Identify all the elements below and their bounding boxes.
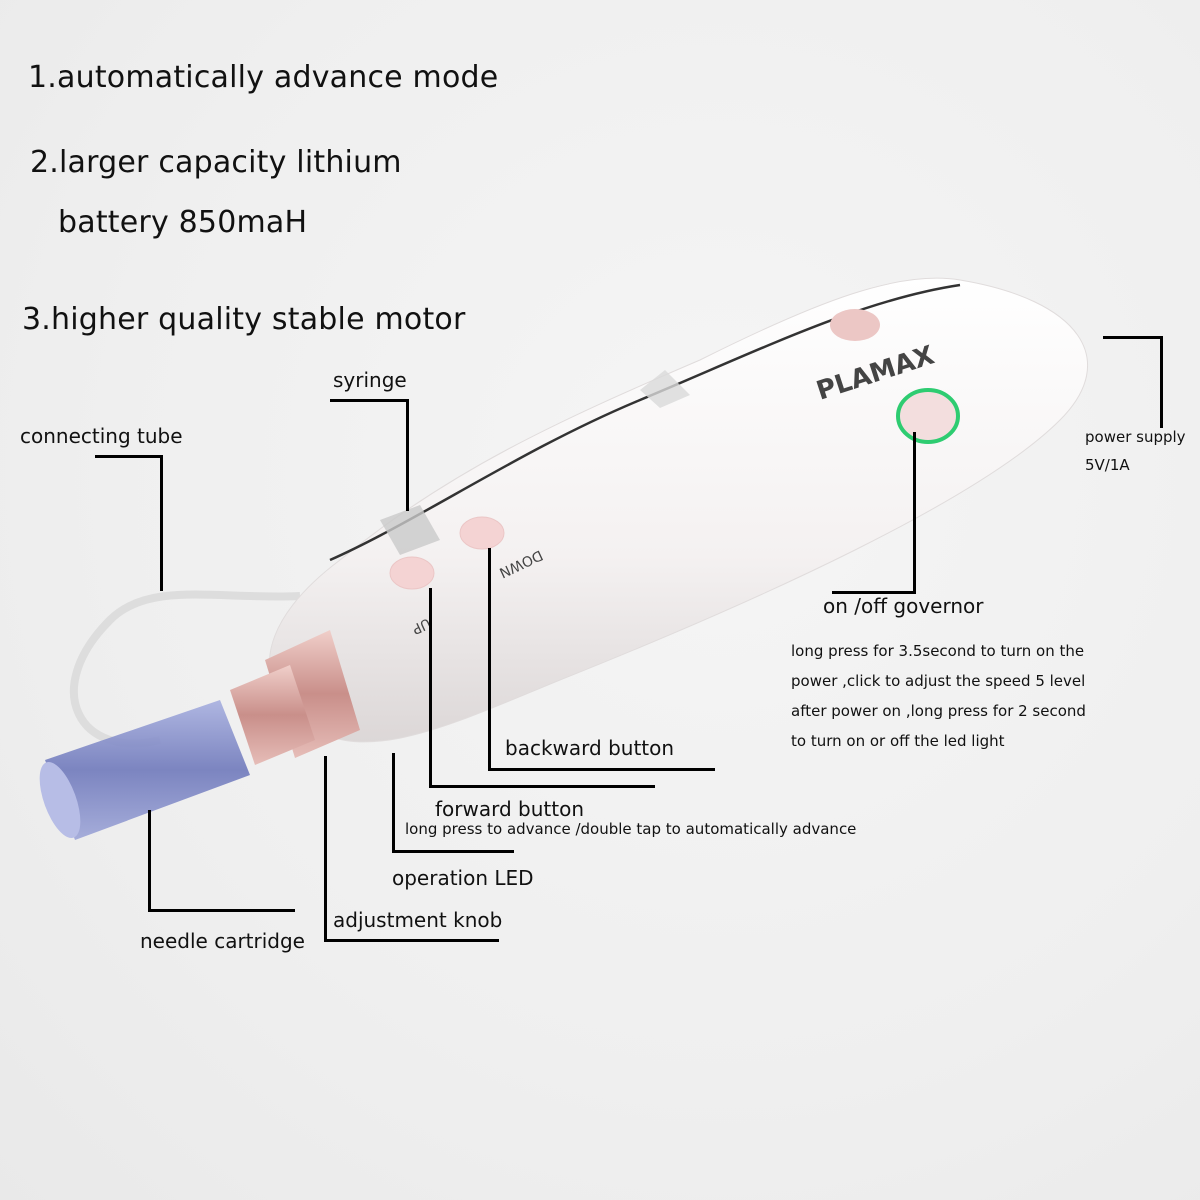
label-needle-cartridge: needle cartridge [140, 929, 305, 953]
label-connecting-tube: connecting tube [20, 424, 183, 448]
label-syringe: syringe [333, 368, 407, 392]
leader-line [913, 432, 916, 594]
leader-line [324, 756, 327, 942]
feature-2-cont: battery 850maH [58, 205, 308, 240]
leader-line [148, 810, 151, 912]
leader-line [832, 591, 916, 594]
leader-line [148, 909, 295, 912]
leader-line [406, 399, 409, 511]
leader-line [1160, 336, 1163, 428]
governor-description: long press for 3.5second to turn on the … [791, 642, 1086, 750]
leader-line [95, 455, 163, 458]
leader-line [324, 939, 499, 942]
leader-line [392, 850, 514, 853]
label-operation-led: operation LED [392, 866, 534, 890]
leader-line [488, 548, 491, 771]
label-power-supply: power supply [1085, 428, 1186, 446]
feature-1: 1.automatically advance mode [28, 60, 499, 95]
leader-line [429, 588, 432, 788]
leader-line [1103, 336, 1163, 339]
leader-line [330, 399, 408, 402]
feature-3: 3.higher quality stable motor [22, 302, 466, 337]
label-adjustment-knob: adjustment knob [333, 908, 503, 932]
label-on-off-governor: on /off governor [823, 594, 984, 618]
label-power-supply-spec: 5V/1A [1085, 456, 1130, 474]
leader-line [488, 768, 715, 771]
connecting-tube-shape [69, 590, 301, 748]
leader-line [392, 753, 395, 853]
label-backward-button: backward button [505, 736, 675, 760]
forward-description: long press to advance /double tap to aut… [405, 820, 857, 838]
leader-line [160, 455, 163, 591]
label-forward-button: forward button [435, 797, 585, 821]
svg-text:UP: UP [409, 614, 433, 636]
feature-2: 2.larger capacity lithium [30, 145, 402, 180]
leader-line [429, 785, 655, 788]
